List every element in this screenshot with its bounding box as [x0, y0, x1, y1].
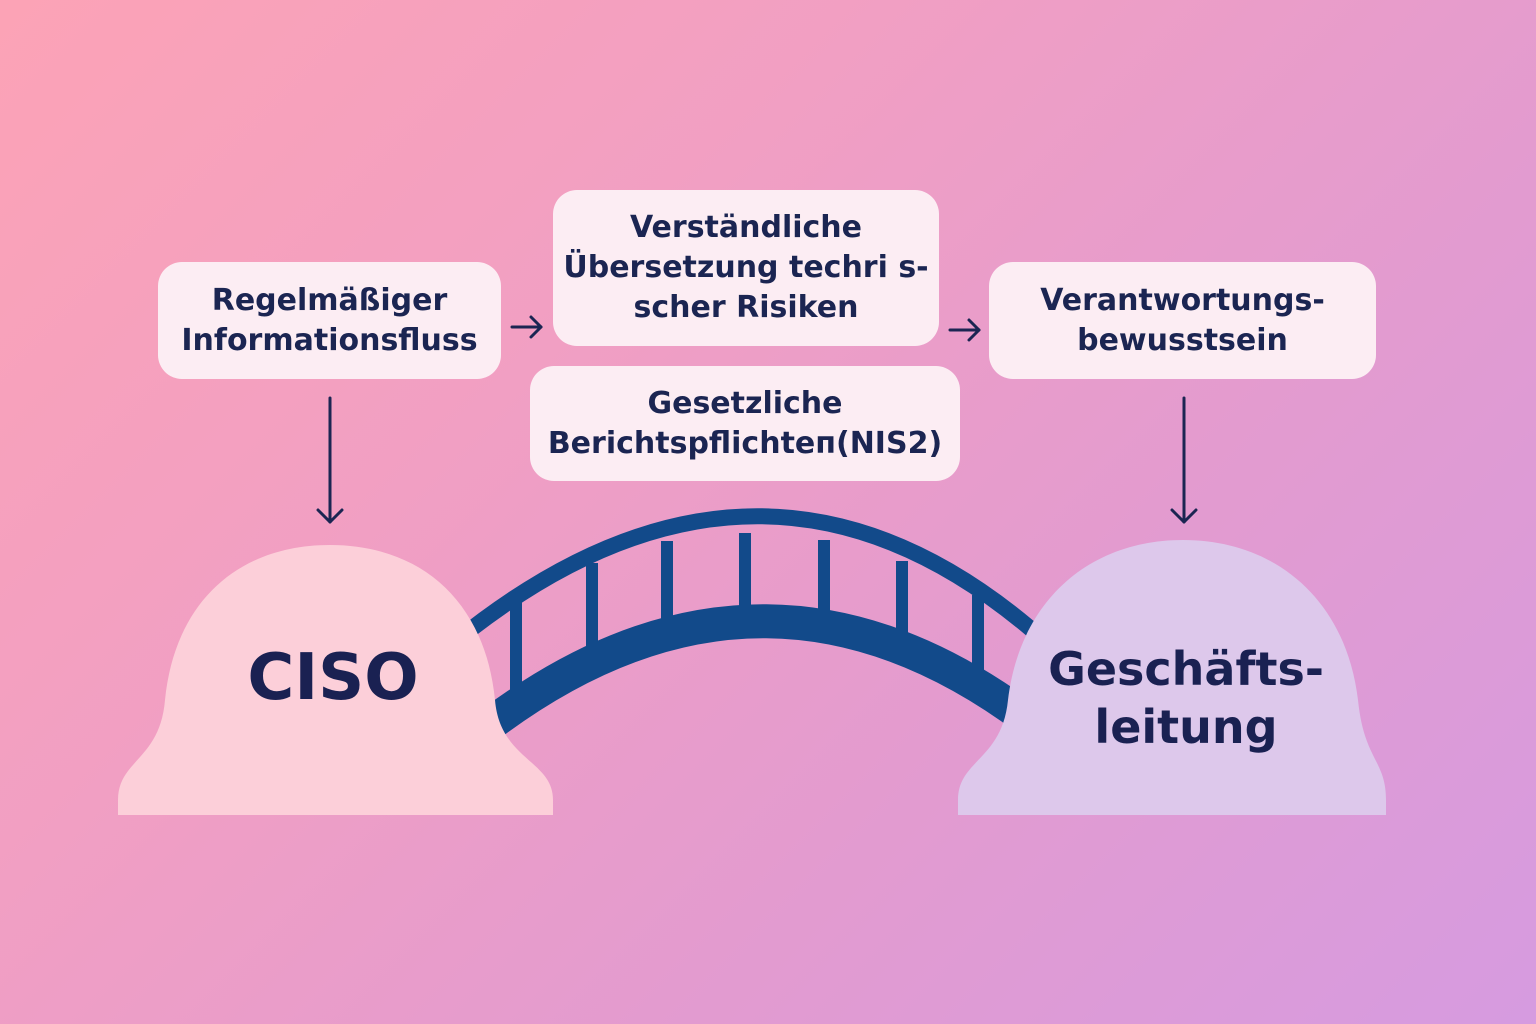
geschaeftsleitung-label-line-1: Geschäfts- [1048, 642, 1324, 696]
arrow-icon-right-2 [948, 318, 981, 342]
legal-line-1: Gesetzliche [647, 385, 843, 421]
arrow-icon-down-left [316, 396, 344, 524]
legal-reporting-box: Gesetzliche Berichtspflichtеп(NIS2) [530, 366, 960, 481]
translation-line-1: Verständliche [629, 210, 863, 245]
arrow-icon-right-1 [510, 315, 543, 339]
ciso-pillar [118, 545, 553, 815]
bridge-top-arch [437, 508, 1068, 663]
bridge-hangers [510, 533, 984, 708]
info-flow-line-1: Regelmäßiger [211, 282, 448, 318]
responsibility-line-2: bewusstsein [1077, 322, 1288, 358]
info-flow-box: Regelmäßiger Informationsfluss [158, 262, 501, 379]
geschaeftsleitung-label: Geschäfts- leitung [958, 640, 1414, 756]
ciso-label: CISO [118, 640, 548, 716]
translation-line-3: scher Risiken [633, 290, 859, 325]
responsibility-box: Verantwortungs- bewusstsein [989, 262, 1376, 379]
translation-line-2: Übersetzung techri s- [563, 250, 929, 285]
arrow-icon-down-right [1170, 396, 1198, 524]
geschaeftsleitung-label-line-2: leitung [1094, 700, 1278, 754]
responsibility-line-1: Verantwortungs- [1040, 282, 1325, 318]
arch-bridge-icon [437, 508, 1071, 759]
translation-box: Verständliche Übersetzung techri s- sche… [553, 190, 939, 346]
geschaeftsleitung-pillar [958, 540, 1386, 815]
legal-line-2: Berichtspflichtеп(NIS2) [547, 425, 943, 461]
info-flow-line-2: Informationsfluss [181, 322, 478, 358]
ciso-label-text: CISO [247, 641, 419, 715]
